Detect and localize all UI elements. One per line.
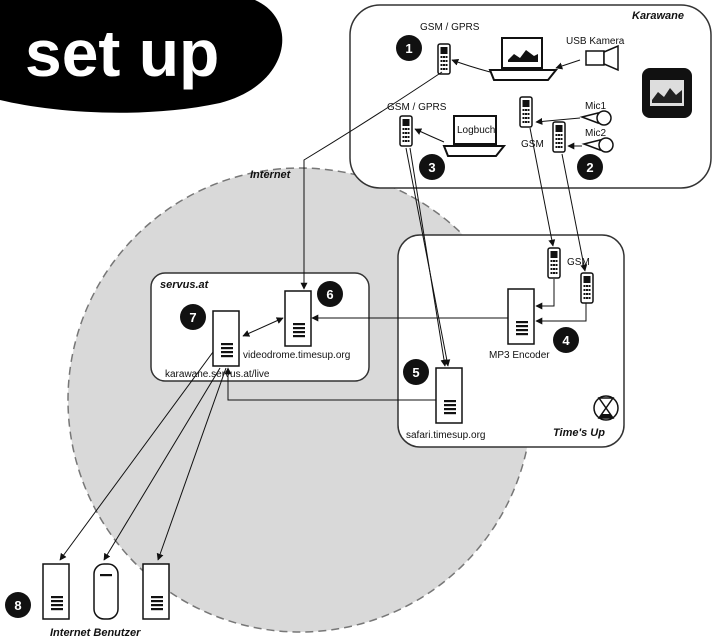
svg-text:1: 1 <box>405 41 412 56</box>
internet-label: Internet <box>250 169 292 181</box>
phone-icon <box>547 247 561 279</box>
svg-text:7: 7 <box>189 310 196 325</box>
step-badge-2: 2 <box>577 154 603 180</box>
phone-icon <box>519 96 533 128</box>
phone-icon <box>552 121 566 153</box>
videodrome-server-icon <box>284 290 312 347</box>
step-badge-6: 6 <box>317 281 343 307</box>
servus-label: servus.at <box>160 279 210 291</box>
logbuch-label: Logbuch <box>457 125 495 136</box>
karawane-live-server-icon <box>212 310 240 367</box>
connections <box>59 58 588 561</box>
videodrome-label: videodrome.timesup.org <box>243 350 350 361</box>
mic1-label: Mic1 <box>585 101 607 112</box>
step-badge-8: 8 <box>5 592 31 618</box>
laptop-icon <box>488 37 559 81</box>
mic2-label: Mic2 <box>585 128 607 139</box>
hourglass-icon <box>593 395 619 421</box>
safari-label: safari.timesup.org <box>406 430 485 441</box>
svg-text:8: 8 <box>14 598 21 613</box>
phone-icon <box>437 43 451 75</box>
gsm-gprs-label-2: GSM / GPRS <box>387 102 447 113</box>
laptop-icon <box>442 115 507 157</box>
step-badge-1: 1 <box>396 35 422 61</box>
mp3-encoder-server-icon <box>507 288 535 345</box>
karawane-label: Karawane <box>632 10 684 22</box>
svg-text:6: 6 <box>326 287 333 302</box>
microphone-icon <box>579 110 612 126</box>
svg-text:4: 4 <box>562 333 570 348</box>
gsm-label-1: GSM <box>521 139 544 150</box>
karawane-live-label: karawane.servus.at/live <box>165 369 270 380</box>
phone-icon <box>399 115 413 147</box>
usb-camera-label: USB Kamera <box>566 36 625 47</box>
camera-icon <box>585 44 619 72</box>
safari-server-icon <box>435 367 463 424</box>
step-badge-5: 5 <box>403 359 429 385</box>
step-badge-3: 3 <box>419 154 445 180</box>
page-title: set up <box>25 16 219 90</box>
svg-text:2: 2 <box>586 160 593 175</box>
phone-icon <box>580 272 594 304</box>
svg-text:3: 3 <box>428 160 435 175</box>
step-badge-4: 4 <box>553 327 579 353</box>
user-phone-icon <box>93 563 119 620</box>
title-banner: set up <box>0 0 283 113</box>
timesup-label: Time's Up <box>553 427 605 439</box>
mp3-encoder-label: MP3 Encoder <box>489 350 550 361</box>
svg-text:5: 5 <box>412 365 419 380</box>
step-badge-7: 7 <box>180 304 206 330</box>
user-server-icon <box>142 563 170 620</box>
karawane-logo-icon <box>642 68 692 118</box>
gsm-gprs-label-1: GSM / GPRS <box>420 22 480 33</box>
users-label: Internet Benutzer <box>50 627 141 639</box>
user-server-icon <box>42 563 70 620</box>
gsm-label-2: GSM <box>567 257 590 268</box>
microphone-icon <box>581 137 614 153</box>
